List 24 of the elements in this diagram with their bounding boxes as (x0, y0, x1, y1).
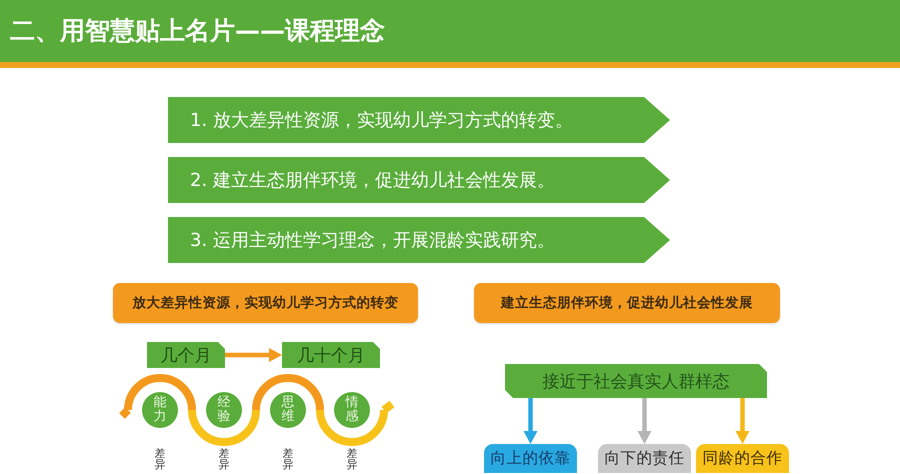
heading-box: 放大差异性资源，实现幼儿学习方式的转变 (113, 283, 418, 323)
text-circle: 思维 (270, 392, 306, 428)
label-box: 向下的责任 (598, 444, 691, 473)
label-tag: 几个月 (147, 342, 225, 368)
arrow-banner: 3. 运用主动性学习理念，开展混龄实践研究。 (168, 217, 670, 263)
circle-caption: 差异 (218, 448, 230, 470)
text-circle: 能力 (142, 392, 178, 428)
arrow-banner: 1. 放大差异性资源，实现幼儿学习方式的转变。 (168, 97, 670, 143)
circle-caption: 差异 (282, 448, 294, 470)
circle-caption: 差异 (154, 448, 166, 470)
label-tag: 几十个月 (282, 342, 380, 368)
label-box: 同龄的合作 (696, 444, 789, 473)
heading-box: 建立生态朋伴环境，促进幼儿社会性发展 (474, 283, 780, 323)
arrow (524, 398, 538, 444)
text-circle: 情感 (334, 392, 370, 428)
heading-banner: 接近于社会真实人群样态 (505, 364, 767, 398)
circle-caption: 差异 (346, 448, 358, 470)
arrow (736, 398, 750, 444)
label-box: 向上的依靠 (484, 444, 577, 473)
title: 二、用智慧贴上名片——课程理念 (10, 15, 385, 47)
arrow (225, 348, 282, 362)
arrow (638, 398, 652, 444)
text-circle: 经验 (206, 392, 242, 428)
arrow-banner: 2. 建立生态朋伴环境，促进幼儿社会性发展。 (168, 157, 670, 203)
